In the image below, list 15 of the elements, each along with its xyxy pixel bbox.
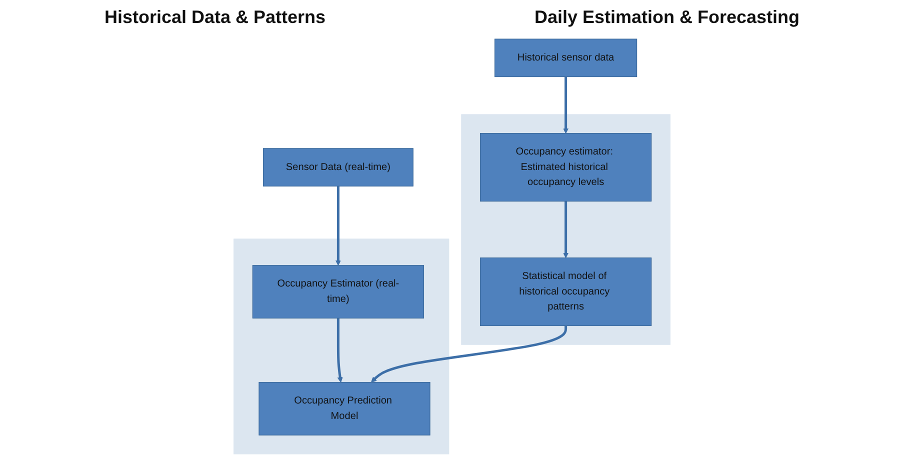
arrow <box>563 76 569 134</box>
cluster <box>461 114 670 345</box>
column-heading: Historical Data & Patterns <box>104 6 326 28</box>
column-heading: Daily Estimation & Forecasting <box>534 6 800 28</box>
node-box: Historical sensor data <box>494 38 638 78</box>
node-box: Sensor Data (real-time) <box>262 148 414 186</box>
node-box: Occupancy Prediction Model <box>258 382 430 436</box>
node-box: Statistical model of historical occupancy patterns <box>480 258 652 326</box>
arrow <box>335 186 341 266</box>
arrow <box>336 318 343 383</box>
node-box: Occupancy estimator: Estimated historical occupancy levels <box>480 133 652 202</box>
node-box: Occupancy Estimator (real-time) <box>252 265 424 318</box>
arrow <box>371 326 568 383</box>
cluster <box>234 238 450 454</box>
arrow <box>563 201 569 258</box>
